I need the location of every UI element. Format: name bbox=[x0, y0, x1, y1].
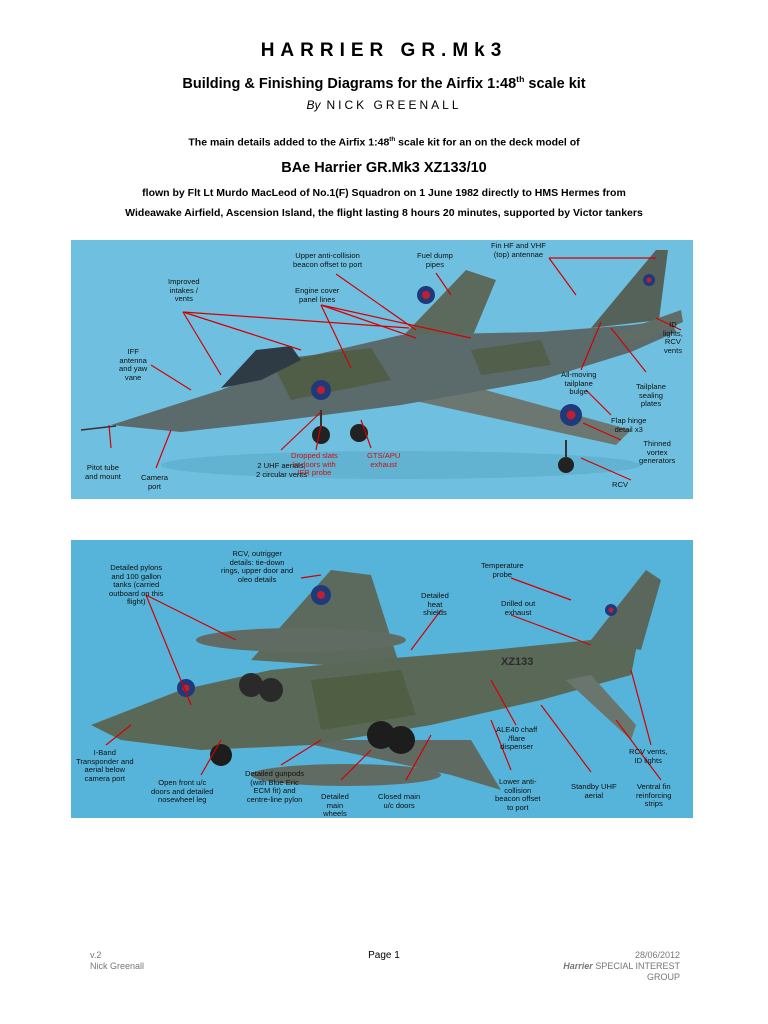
aircraft-side-illustration bbox=[80, 250, 683, 481]
page-title: HARRIER GR.Mk3 bbox=[260, 40, 508, 61]
footer-org-name: Harrier bbox=[563, 961, 593, 971]
intro-line: The main details added to the Airfix 1:4… bbox=[0, 136, 768, 149]
label-rcv-vents-id-lights: RCV vents,ID lights bbox=[629, 747, 668, 765]
page-subtitle: Building & Finishing Diagrams for the Ai… bbox=[0, 74, 768, 92]
intro-text: The main details added to the Airfix 1:4… bbox=[188, 136, 390, 149]
label-fin-antennae: Fin HF and VHF(top) antennae bbox=[491, 241, 546, 259]
footer-author: Nick Greenall bbox=[90, 961, 145, 971]
flight-line-2: Wideawake Airfield, Ascension Island, th… bbox=[125, 207, 643, 219]
intro-suffix: scale kit for an on the deck model of bbox=[395, 136, 580, 149]
footer-org: Harrier SPECIAL INTEREST GROUP bbox=[540, 961, 680, 983]
subtitle-superscript: th bbox=[516, 74, 525, 84]
serial-marking: XZ133 bbox=[501, 656, 533, 668]
subtitle-text: Building & Finishing Diagrams for the Ai… bbox=[182, 75, 517, 92]
aircraft-underside-illustration: XZ133 bbox=[91, 570, 662, 790]
footer-org-suffix: SPECIAL INTEREST GROUP bbox=[595, 961, 680, 982]
footer-date: 28/06/2012 bbox=[634, 950, 680, 960]
subtitle-suffix: scale kit bbox=[524, 75, 586, 92]
byline-prefix: By bbox=[306, 98, 321, 112]
footer-version: v.2 bbox=[90, 950, 102, 960]
callout-arrows bbox=[108, 257, 682, 481]
label-uhf-aerials: 2 UHF aerials,2 circular vents bbox=[256, 461, 308, 479]
footer-left: v.2 Nick Greenall bbox=[90, 950, 144, 972]
flight-line-1: flown by Flt Lt Murdo MacLeod of No.1(F)… bbox=[142, 187, 626, 199]
footer-right: 28/06/2012 Harrier SPECIAL INTEREST GROU… bbox=[540, 950, 680, 983]
callout-arrows-underside bbox=[105, 574, 662, 781]
byline: By NICK GREENALL bbox=[0, 98, 768, 112]
model-name: BAe Harrier GR.Mk3 XZ133/10 bbox=[281, 160, 487, 176]
intro-superscript: th bbox=[389, 136, 396, 143]
page-number: Page 1 bbox=[368, 950, 400, 961]
author-name: NICK GREENALL bbox=[326, 98, 462, 112]
label-rcv: RCV bbox=[612, 480, 629, 489]
flight-description: flown by Flt Lt Murdo MacLeod of No.1(F)… bbox=[0, 183, 768, 223]
